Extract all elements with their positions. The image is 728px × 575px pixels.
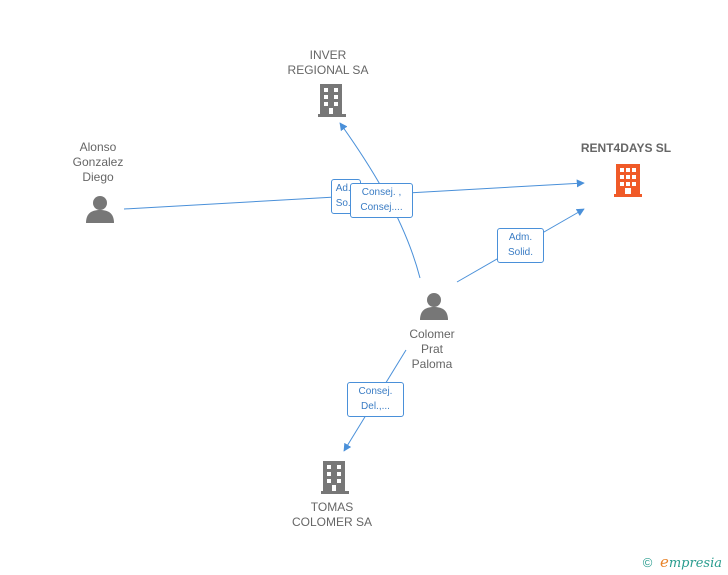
brand-initial: e xyxy=(659,553,669,571)
node-label-inver[interactable]: INVER REGIONAL SA xyxy=(287,48,369,77)
edge-label-line: Solid. xyxy=(507,247,533,258)
person-icon[interactable] xyxy=(86,196,114,223)
building-icon[interactable] xyxy=(321,461,349,494)
edge-label-colomer-inver[interactable]: Consej. , Consej.... xyxy=(350,183,413,218)
building-focus-icon[interactable] xyxy=(614,164,642,197)
empresia-logo[interactable]: empresia xyxy=(659,553,722,571)
person-icon[interactable] xyxy=(420,293,448,320)
edge-label-line: Del.,... xyxy=(361,401,390,412)
edge-label-line: Consej.... xyxy=(360,202,403,213)
edge-label-colomer-rent4days[interactable]: Adm. Solid. xyxy=(497,228,544,263)
edge-label-line: Consej. , xyxy=(361,187,402,198)
copyright-symbol: © xyxy=(642,555,653,570)
edge-label-line: Consej. xyxy=(358,386,393,397)
edge-label-line: So... xyxy=(335,198,357,209)
edge-label-line: Adm. xyxy=(508,232,533,243)
edge-label-line: Ad... xyxy=(335,183,357,194)
footer-brand: © empresia xyxy=(643,553,722,571)
node-label-rent4days[interactable]: RENT4DAYS SL xyxy=(580,141,672,155)
brand-rest: mpresia xyxy=(668,556,722,571)
node-label-alonso[interactable]: Alonso Gonzalez Diego xyxy=(72,140,124,184)
node-label-tomas[interactable]: TOMAS COLOMER SA xyxy=(291,500,372,529)
node-label-colomer[interactable]: Colomer Prat Paloma xyxy=(409,327,455,371)
building-icon[interactable] xyxy=(318,84,346,117)
edge-label-colomer-tomas[interactable]: Consej. Del.,... xyxy=(347,382,404,417)
